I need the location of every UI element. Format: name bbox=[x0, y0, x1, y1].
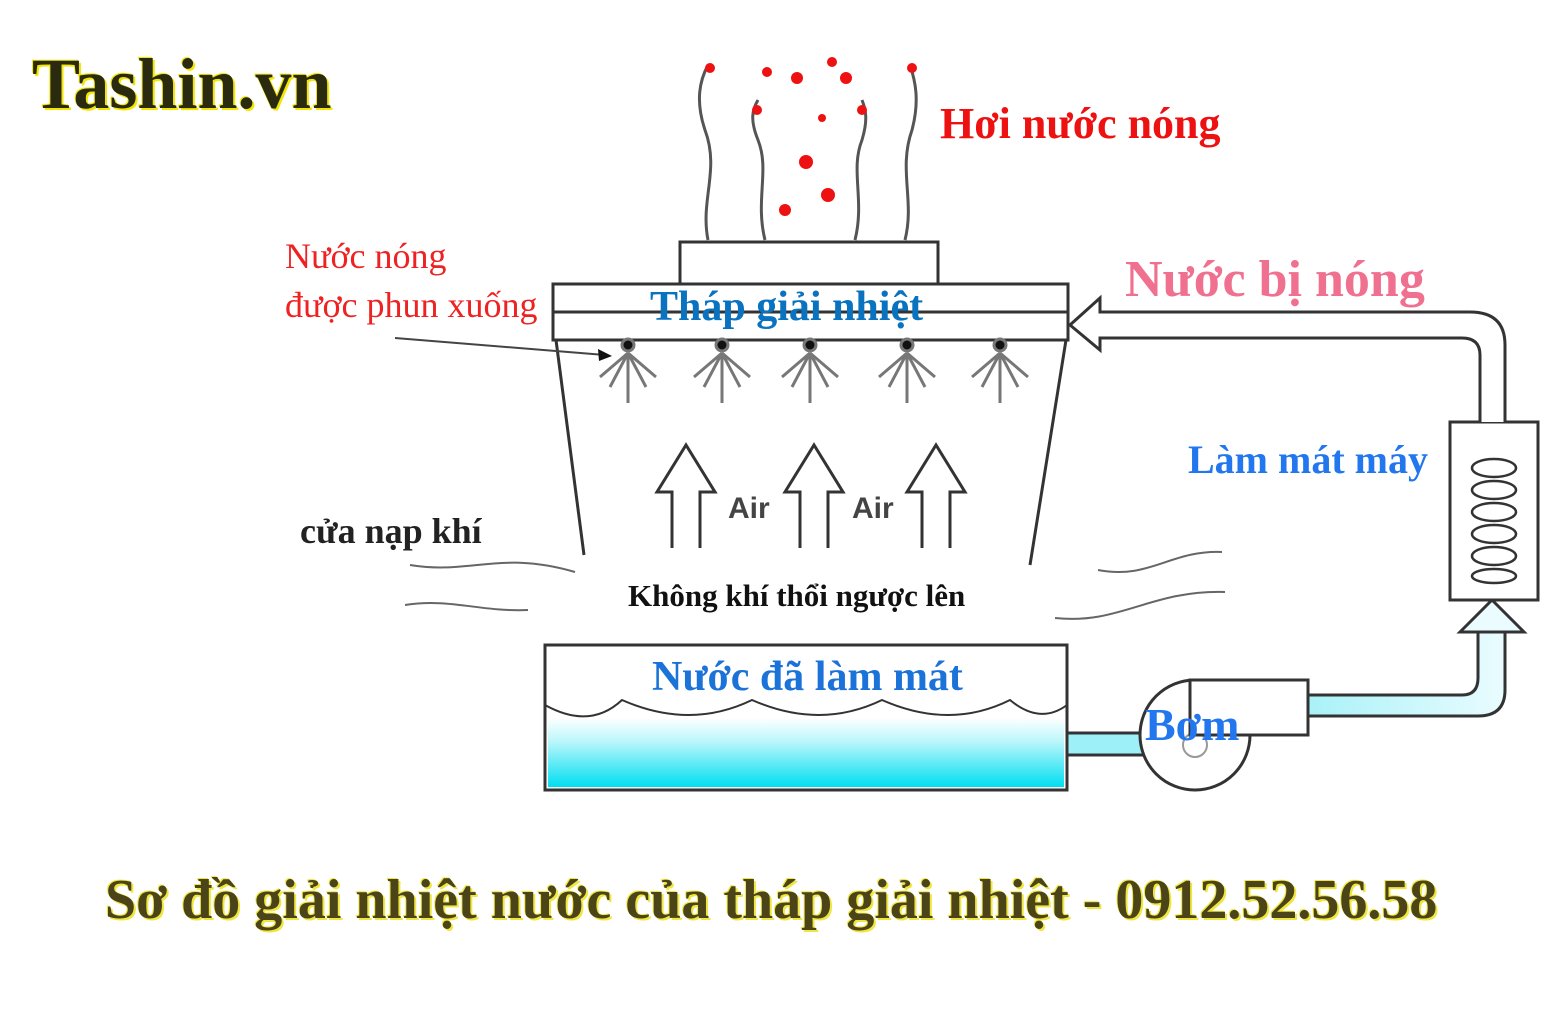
fan-stack bbox=[678, 240, 940, 286]
label-air-1: Air bbox=[728, 492, 770, 525]
pump-discharge-pipe bbox=[1306, 628, 1507, 718]
brand-logo: Tashin.vn bbox=[32, 44, 332, 124]
label-air-inlet: cửa nạp khí bbox=[300, 511, 482, 551]
label-air-2: Air bbox=[852, 492, 894, 525]
spray-nozzles bbox=[599, 337, 1029, 403]
hot-water-return-pipe bbox=[1067, 294, 1507, 422]
label-pump: Bơm bbox=[1145, 699, 1240, 750]
label-steam: Hơi nước nóng bbox=[940, 99, 1221, 148]
flow-arrow-up bbox=[1456, 597, 1528, 634]
label-tower: Tháp giải nhiệt bbox=[650, 284, 924, 330]
label-machine-cooling: Làm mát máy bbox=[1188, 437, 1428, 482]
label-hot-water-sprayed-1: Nước nóng bbox=[285, 236, 447, 276]
basin-water bbox=[548, 718, 1064, 787]
tower-wall-left bbox=[554, 339, 586, 556]
steam-droplets bbox=[705, 57, 917, 216]
label-heated-water: Nước bị nóng bbox=[1125, 251, 1425, 308]
pointer-arrow bbox=[394, 337, 606, 356]
diagram-title: Sơ đồ giải nhiệt nước của tháp giải nhiệ… bbox=[105, 869, 1438, 931]
steam-wisps bbox=[698, 64, 918, 241]
label-cooled-water: Nước đã làm mát bbox=[652, 654, 963, 700]
label-hot-water-sprayed-2: được phun xuống bbox=[285, 285, 538, 325]
water-surface bbox=[544, 698, 1068, 718]
label-counterflow-air: Không khí thổi ngược lên bbox=[628, 578, 966, 613]
air-up-arrows bbox=[654, 442, 968, 548]
tower-wall-right bbox=[1028, 339, 1068, 566]
machine-heat-exchanger bbox=[1448, 420, 1540, 602]
air-inlet-flows bbox=[404, 550, 1226, 620]
coil-icon bbox=[1470, 457, 1518, 585]
